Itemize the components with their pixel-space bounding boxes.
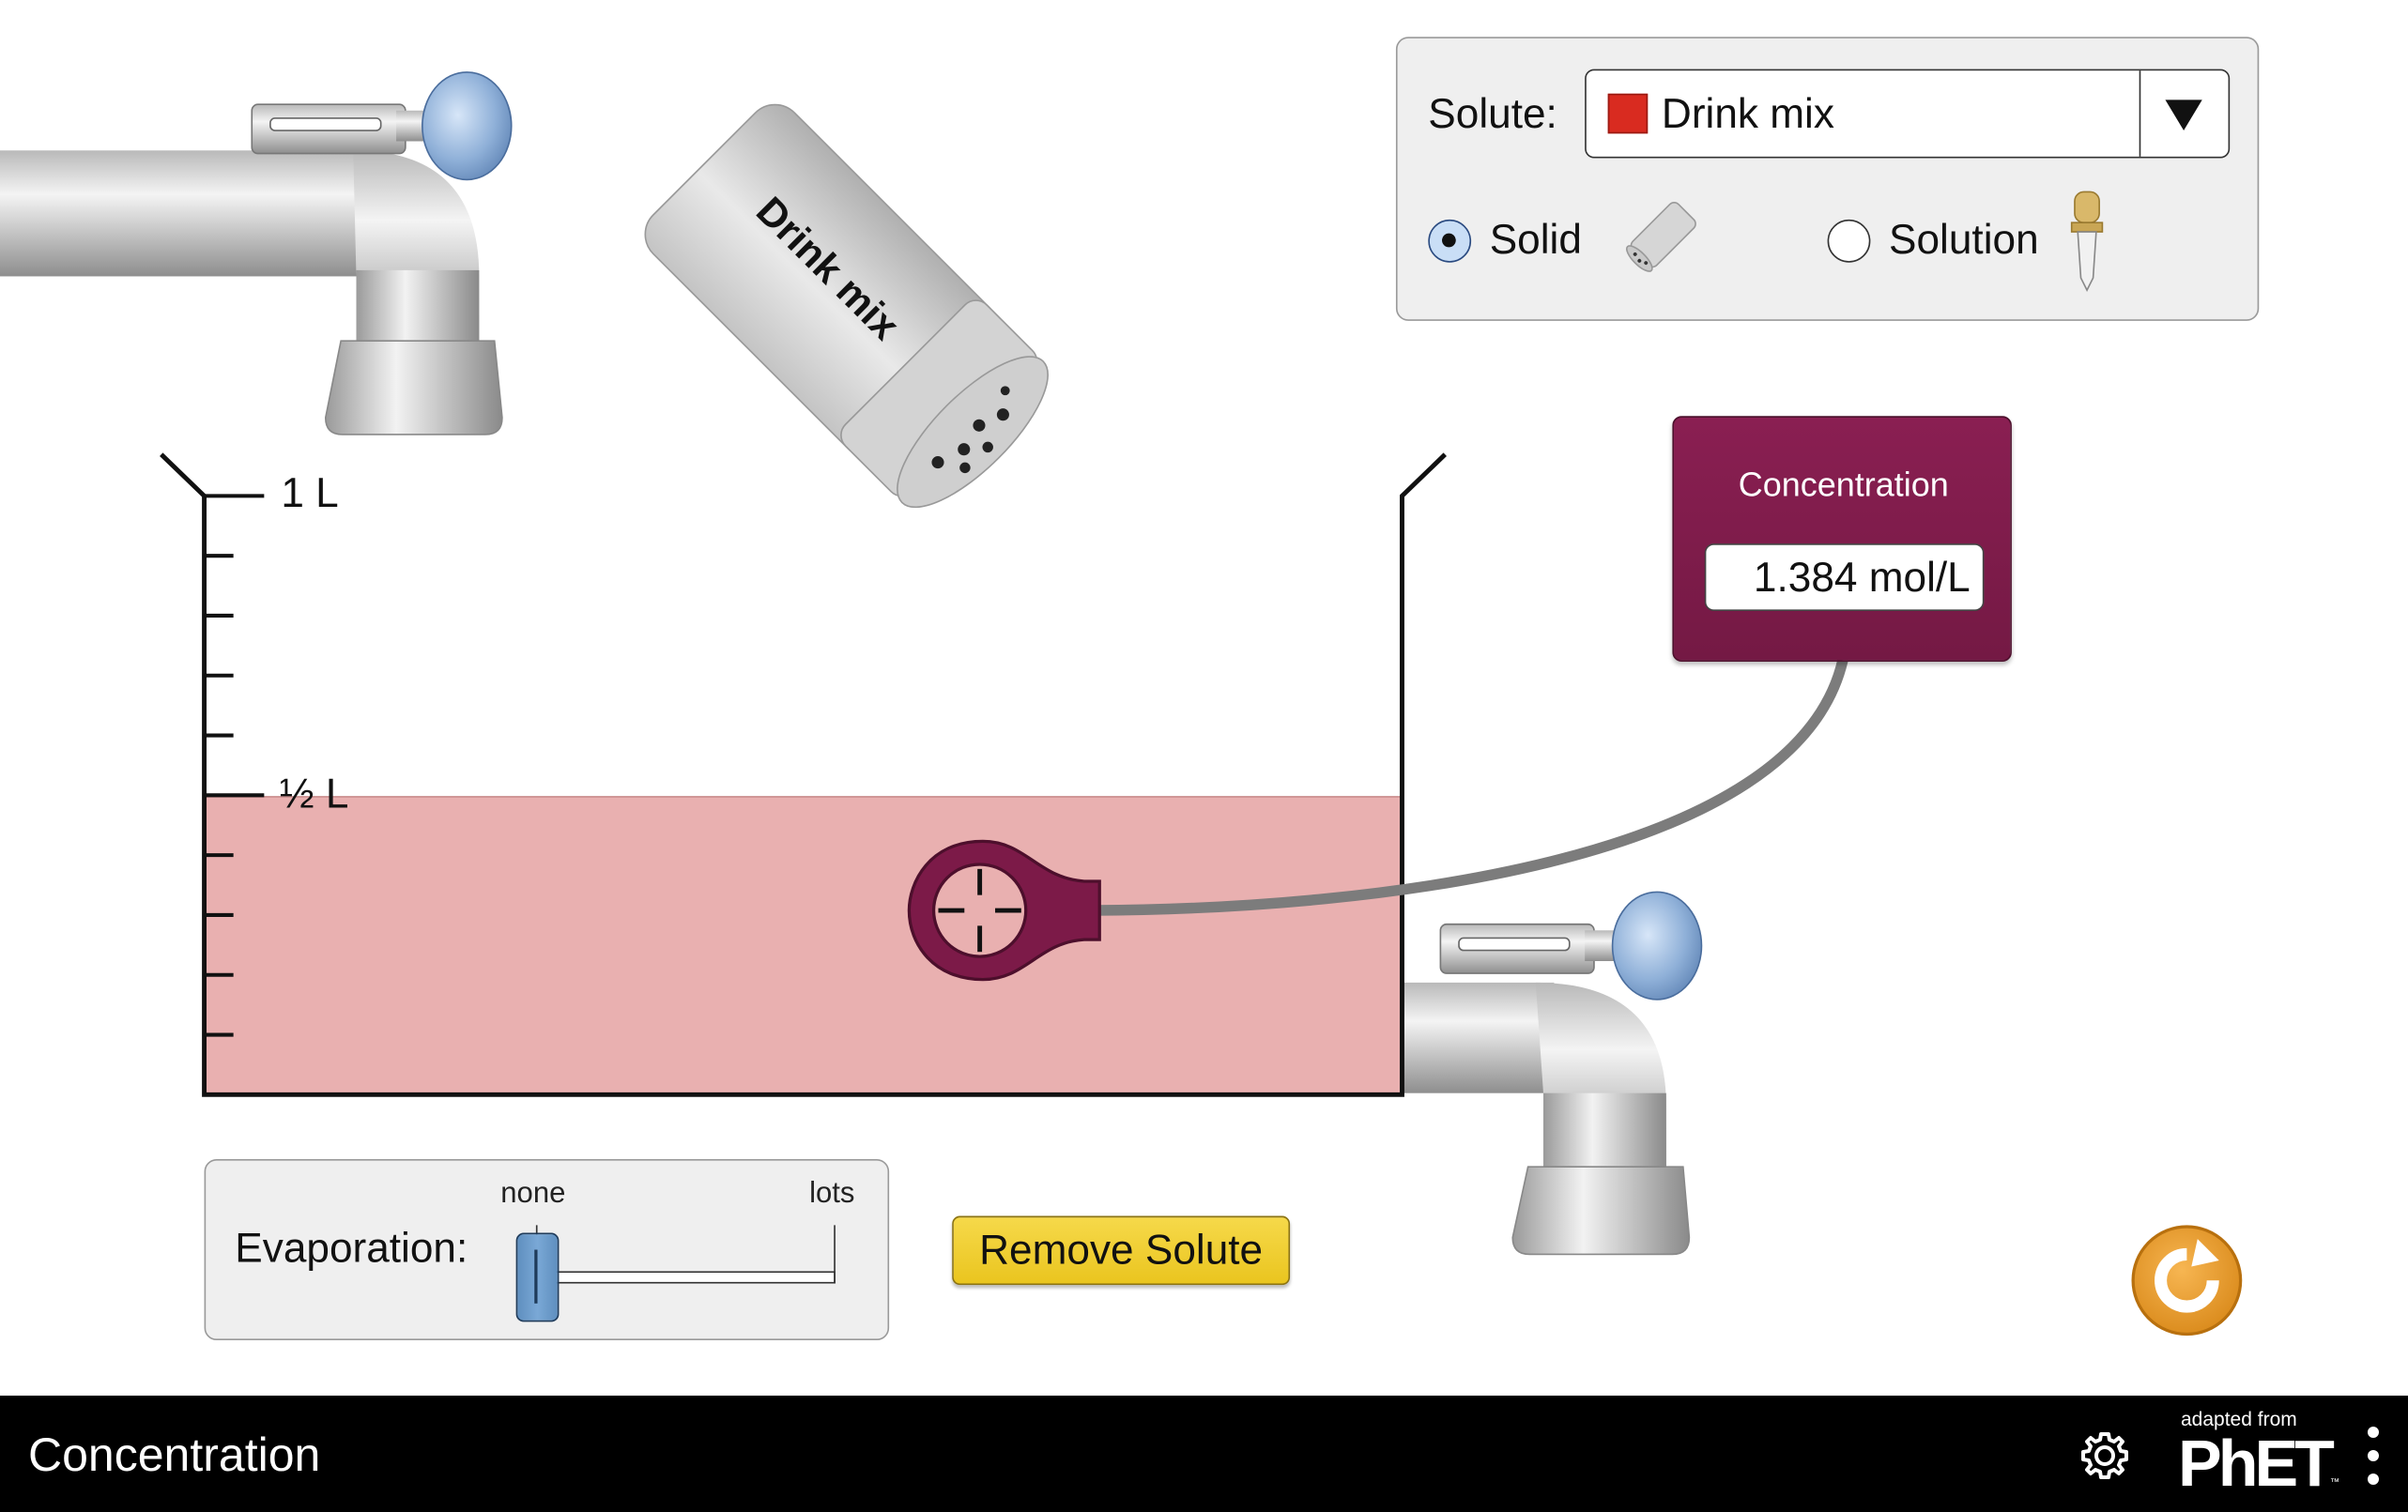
- scene: Drink mix: [0, 37, 2260, 1341]
- radio-solution-label[interactable]: Solution: [1889, 216, 2039, 263]
- evaporation-slider-track[interactable]: [535, 1271, 836, 1284]
- probe-wire: [1093, 659, 1848, 916]
- radio-solution[interactable]: [1827, 219, 1871, 263]
- gear-icon[interactable]: [2078, 1428, 2132, 1483]
- dropdown-arrow-icon[interactable]: [2140, 70, 2229, 157]
- radio-solid[interactable]: [1428, 219, 1472, 263]
- meter-readout: 1.384 mol/L: [1704, 543, 1985, 612]
- beaker-solution: [204, 796, 1403, 1095]
- solute-panel: Solute: Drink mix Solid Solution: [1395, 37, 2260, 321]
- solute-combo-box[interactable]: Drink mix: [1585, 69, 2231, 159]
- evaporation-panel: Evaporation: none lots: [204, 1159, 890, 1341]
- evaporation-label: Evaporation:: [235, 1225, 468, 1272]
- sim-play-area: Drink mix: [0, 37, 2260, 1341]
- input-faucet[interactable]: [0, 71, 513, 435]
- concentration-meter[interactable]: Concentration 1.384 mol/L: [1672, 416, 2012, 663]
- evaporation-tick-max: [834, 1225, 836, 1284]
- drink-mix-shaker[interactable]: Drink mix: [634, 93, 1069, 528]
- meter-title: Concentration: [1738, 465, 1949, 504]
- radio-solid-label[interactable]: Solid: [1489, 216, 1582, 263]
- input-faucet-knob-icon[interactable]: [422, 71, 513, 181]
- solute-selected-text: Drink mix: [1661, 90, 1834, 137]
- solute-color-swatch: [1607, 93, 1649, 134]
- sim-title: Concentration: [28, 1428, 321, 1481]
- remove-solute-button[interactable]: Remove Solute: [952, 1215, 1291, 1286]
- beaker-ticks: [204, 494, 265, 1037]
- reset-all-button[interactable]: [2130, 1224, 2244, 1337]
- dropper-icon: [2070, 191, 2104, 292]
- navigation-bar: Concentration adapted from PhET ™: [0, 1396, 2408, 1512]
- shaker-small-icon: [1625, 201, 1696, 272]
- concentration-probe[interactable]: [907, 839, 1101, 982]
- combo-divider: [2139, 70, 2141, 157]
- output-faucet[interactable]: [1400, 891, 1703, 1256]
- beaker-label-1l: 1 L: [281, 469, 339, 516]
- phet-trademark: ™: [2330, 1477, 2339, 1488]
- evaporation-slider-thumb[interactable]: [515, 1232, 560, 1322]
- evaporation-max-label: lots: [809, 1177, 855, 1211]
- crosshair-icon: [938, 868, 1021, 953]
- reset-icon: [2155, 1239, 2219, 1313]
- evaporation-min-label: none: [500, 1177, 566, 1211]
- scene-art: Drink mix: [0, 71, 1848, 1256]
- adapted-from-label: adapted from: [2181, 1409, 2297, 1430]
- beaker-label-half-l: ½ L: [279, 771, 349, 817]
- output-faucet-knob-icon[interactable]: [1611, 891, 1703, 1000]
- kebab-menu-icon[interactable]: [2362, 1427, 2385, 1485]
- meter-value: 1.384 mol/L: [1753, 554, 1971, 601]
- beaker: [160, 452, 1447, 1097]
- solute-label: Solute:: [1428, 90, 1557, 137]
- phet-logo[interactable]: PhET: [2178, 1427, 2335, 1500]
